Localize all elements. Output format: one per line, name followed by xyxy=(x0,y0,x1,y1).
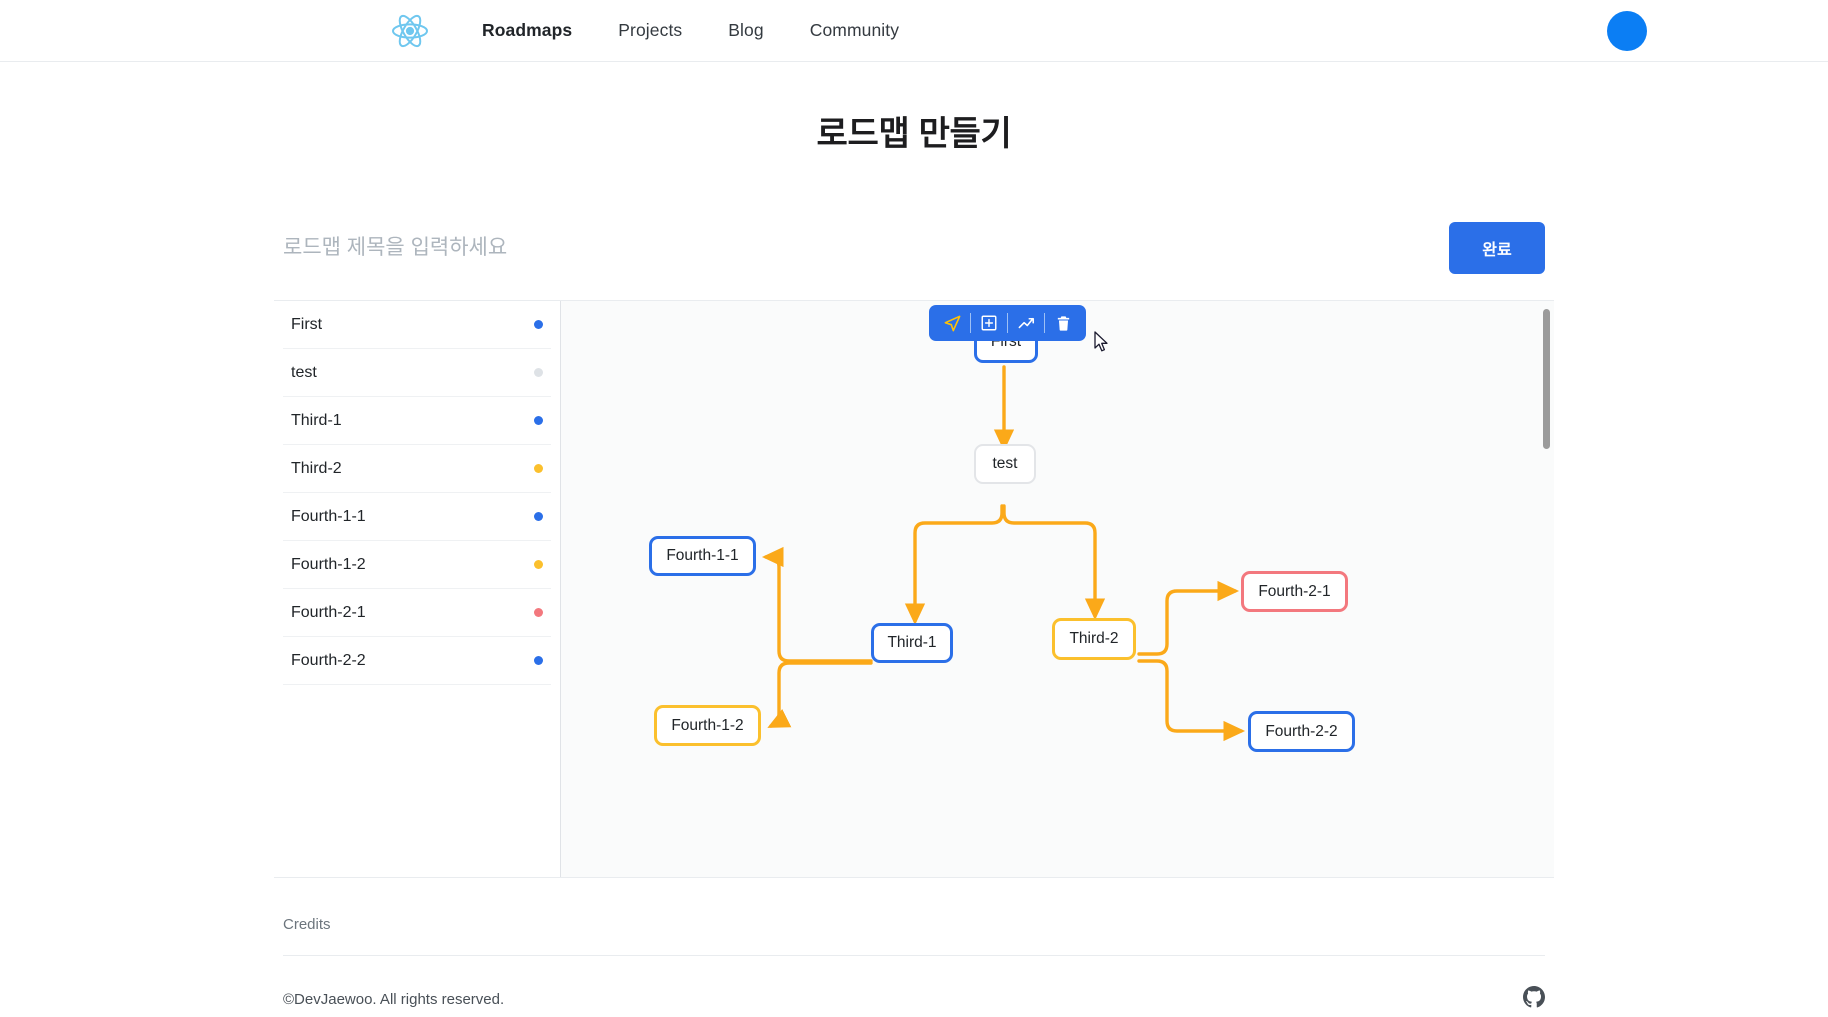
node-fourth21[interactable]: Fourth-2-1 xyxy=(1241,571,1348,612)
page-title: 로드맵 만들기 xyxy=(816,115,1012,153)
trend-line-icon[interactable] xyxy=(1011,309,1041,337)
list-item-label: Fourth-2-1 xyxy=(291,603,366,621)
toolbar-divider xyxy=(1044,313,1045,333)
react-atom-logo-icon[interactable] xyxy=(389,10,431,52)
nav-link-projects[interactable]: Projects xyxy=(618,20,683,40)
list-item-label: Fourth-1-1 xyxy=(291,507,366,525)
list-item-label: Fourth-1-2 xyxy=(291,555,366,573)
status-dot xyxy=(534,608,543,617)
status-dot xyxy=(534,368,543,377)
edge-layer xyxy=(761,365,1246,742)
list-item[interactable]: Fourth-2-1 xyxy=(283,589,551,637)
nav-link-blog[interactable]: Blog xyxy=(728,20,764,40)
edge-third1-fourth11 xyxy=(761,546,873,663)
main-nav-links: Roadmaps Projects Blog Community xyxy=(459,14,922,47)
list-item[interactable]: Fourth-1-2 xyxy=(283,541,551,589)
github-icon[interactable] xyxy=(1523,986,1545,1013)
trash-icon[interactable] xyxy=(1048,309,1078,337)
mouse-cursor xyxy=(1094,331,1108,352)
node-fourth22[interactable]: Fourth-2-2 xyxy=(1248,711,1355,752)
footer-bottom: ©DevJaewoo. All rights reserved. xyxy=(274,956,1554,1013)
roadmap-canvas[interactable]: First test Third-1 Third-2 Fourth-1-1 Fo… xyxy=(561,301,1554,877)
edge-third2-fourth21 xyxy=(1137,580,1240,656)
node-toolbar xyxy=(929,305,1086,341)
node-fourth12[interactable]: Fourth-1-2 xyxy=(654,705,761,746)
node-third2[interactable]: Third-2 xyxy=(1052,618,1136,660)
edge-third1-fourth12 xyxy=(767,661,873,728)
page-container: 로드맵 만들기 완료 First test Third-1 Third-2 xyxy=(274,62,1554,878)
add-box-icon[interactable] xyxy=(974,309,1004,337)
footer-divider xyxy=(283,955,1545,956)
toolbar-divider xyxy=(970,313,971,333)
node-fourth11[interactable]: Fourth-1-1 xyxy=(649,536,756,576)
node-list-sidebar[interactable]: First test Third-1 Third-2 Fourth-1-1 Fo… xyxy=(274,301,561,877)
nav-link-roadmaps[interactable]: Roadmaps xyxy=(482,20,573,40)
list-item-label: Fourth-2-2 xyxy=(291,651,366,669)
list-item[interactable]: test xyxy=(283,349,551,397)
roadmap-editor: First test Third-1 Third-2 Fourth-1-1 Fo… xyxy=(274,300,1554,878)
toolbar-divider xyxy=(1007,313,1008,333)
status-dot xyxy=(534,560,543,569)
done-button[interactable]: 완료 xyxy=(1449,221,1545,274)
navbar-inner: Roadmaps Projects Blog Community xyxy=(144,10,1684,52)
status-dot xyxy=(534,320,543,329)
list-item[interactable]: First xyxy=(283,301,551,349)
top-navbar: Roadmaps Projects Blog Community xyxy=(0,0,1828,62)
list-item-label: First xyxy=(291,315,323,333)
status-dot xyxy=(534,512,543,521)
list-item[interactable]: Third-2 xyxy=(283,445,551,493)
status-dot xyxy=(534,656,543,665)
roadmap-title-row: 완료 xyxy=(274,195,1554,300)
status-dot xyxy=(534,416,543,425)
roadmap-title-input[interactable] xyxy=(283,227,1433,268)
canvas-scrollbar-thumb[interactable] xyxy=(1543,309,1550,449)
list-item[interactable]: Fourth-2-2 xyxy=(283,637,551,685)
user-avatar[interactable] xyxy=(1607,10,1647,51)
list-item[interactable]: Fourth-1-1 xyxy=(283,493,551,541)
edge-third2-fourth22 xyxy=(1137,659,1246,742)
node-third1[interactable]: Third-1 xyxy=(871,623,953,663)
edge-test-third1 xyxy=(904,504,1004,626)
credits-link[interactable]: Credits xyxy=(283,916,331,933)
node-test[interactable]: test xyxy=(974,444,1036,484)
list-item-label: test xyxy=(291,363,317,381)
nav-link-community[interactable]: Community xyxy=(809,20,900,40)
cursor-pointer-icon[interactable] xyxy=(937,309,967,337)
status-dot xyxy=(534,464,543,473)
copyright-text: ©DevJaewoo. All rights reserved. xyxy=(283,991,505,1008)
edge-test-third2 xyxy=(1002,504,1106,621)
page-footer: Credits ©DevJaewoo. All rights reserved. xyxy=(274,878,1554,1013)
list-item-label: Third-1 xyxy=(291,411,342,429)
list-item[interactable]: Third-1 xyxy=(283,397,551,445)
list-item-label: Third-2 xyxy=(291,459,342,477)
